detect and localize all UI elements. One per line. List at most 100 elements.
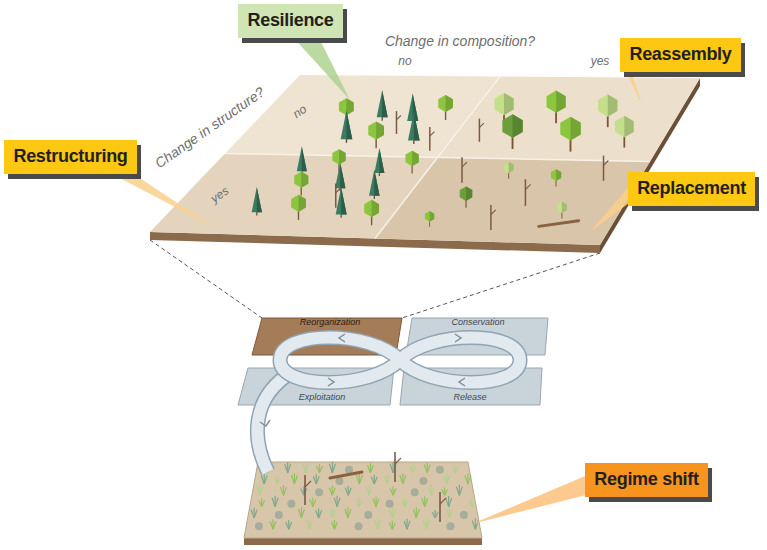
tree	[502, 114, 522, 149]
grass-tuft	[416, 509, 419, 518]
broadleaf-crown	[368, 121, 384, 139]
broadleaf-crown	[557, 202, 567, 214]
broadleaf-crown	[299, 195, 306, 212]
conifer-crown	[346, 111, 352, 140]
broadleaf-crown	[560, 117, 580, 141]
trees	[252, 90, 634, 230]
tree	[374, 148, 384, 176]
tree	[438, 95, 453, 120]
dead-snag	[439, 492, 441, 522]
conifer-crown	[379, 148, 384, 173]
tree	[598, 94, 617, 127]
grass-tuft	[369, 486, 372, 495]
zoom-line	[150, 240, 262, 318]
broadleaf-crown	[446, 95, 453, 112]
shrub	[419, 477, 427, 485]
conifer-crown	[336, 187, 347, 214]
shrub	[386, 500, 394, 508]
conifer-crown	[408, 112, 420, 141]
grass-tuft	[431, 487, 434, 496]
grass-tuft	[435, 512, 438, 518]
grass-tuft	[319, 466, 322, 473]
grass-tuft	[332, 464, 335, 473]
callout-text: Restructuring	[13, 146, 127, 168]
tree	[405, 151, 418, 174]
tree	[396, 111, 400, 134]
broadleaf-crown	[301, 172, 308, 188]
broadleaf-crown	[291, 195, 306, 212]
phase-label: Release	[453, 393, 486, 403]
conifer-crown	[341, 111, 353, 140]
grass-tuft	[275, 498, 278, 507]
adaptive-cycle-loop	[280, 338, 520, 383]
flow-chevron	[328, 378, 334, 386]
dead-snag	[305, 481, 311, 487]
grass-tuft	[449, 509, 452, 518]
grass-tuft	[393, 510, 396, 518]
broadleaf-crown	[504, 93, 514, 115]
flow-chevron	[260, 420, 270, 426]
tree	[430, 127, 435, 151]
tree	[335, 163, 345, 192]
broadleaf-crown	[376, 121, 384, 139]
shrub	[436, 466, 444, 474]
conifer-crown	[257, 187, 262, 212]
grass-tuft	[403, 475, 406, 484]
tree	[551, 169, 561, 186]
grass-tuft	[332, 488, 335, 496]
grass-tuft	[393, 488, 396, 495]
tree	[525, 179, 530, 206]
dead-snag	[525, 184, 530, 189]
grass-tuft	[374, 477, 377, 484]
tree	[491, 205, 496, 230]
callout-text: Resilience	[247, 10, 333, 32]
broadleaf-crown	[466, 186, 472, 200]
grass-tuft	[445, 489, 448, 495]
dead-snag	[440, 498, 446, 504]
grass-tuft	[413, 466, 416, 473]
shrub	[275, 511, 283, 519]
grass-tuft	[359, 475, 362, 484]
tree	[408, 112, 420, 144]
broadleaf-crown	[425, 211, 434, 222]
forest-quadrant	[375, 158, 650, 246]
broadleaf-crown	[430, 211, 435, 222]
shrub	[355, 522, 363, 530]
grass-tuft	[254, 510, 257, 518]
broadleaf-crown	[624, 116, 633, 138]
tree	[297, 147, 307, 175]
grass-tuft	[294, 475, 297, 484]
dead-snag	[479, 123, 483, 127]
axis-title: Change in composition?	[385, 34, 535, 49]
conifer-crown	[374, 170, 379, 196]
shrub	[255, 522, 263, 530]
broadleaf-crown	[556, 91, 566, 113]
broadleaf-crown	[513, 114, 523, 138]
callout-text: Regime shift	[594, 469, 698, 491]
broadleaf-crown	[547, 91, 566, 113]
dead-snag	[304, 475, 306, 505]
dead-snag	[603, 156, 605, 181]
broadleaf-crown	[562, 202, 567, 214]
conifer-crown	[374, 148, 384, 173]
broadleaf-crown	[412, 151, 419, 166]
shrub	[364, 511, 372, 519]
broadleaf-crown	[339, 149, 346, 164]
tree	[364, 200, 379, 225]
shift-band	[257, 372, 292, 472]
broadleaf-crown	[504, 162, 514, 174]
conifer-crown	[297, 147, 307, 172]
conifer-crown	[407, 94, 418, 121]
broadleaf-crown	[571, 117, 581, 141]
tree	[557, 202, 567, 219]
tree	[462, 157, 467, 182]
grass-tuft	[273, 521, 276, 529]
broadleaf-crown	[294, 172, 308, 188]
tree	[369, 170, 380, 199]
grass-tuft	[387, 476, 390, 484]
callout-pointer	[292, 36, 350, 100]
callout-pointer	[590, 182, 633, 232]
axis-title: Change in structure?	[152, 84, 267, 171]
callout-banner: Replacement	[628, 172, 755, 206]
grass-tuft	[334, 522, 337, 529]
